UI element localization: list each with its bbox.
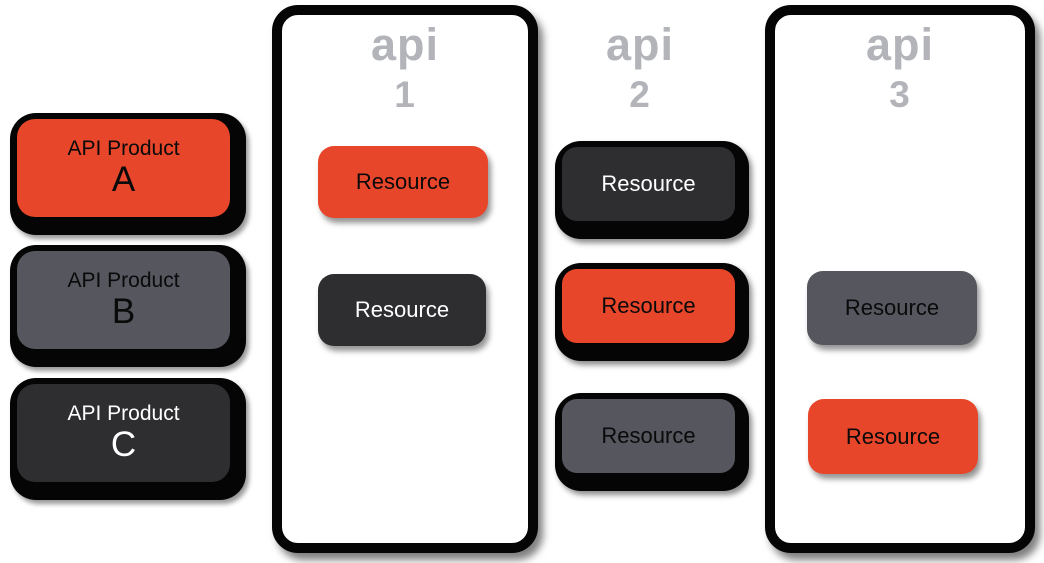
api-2-resource-3: Resource — [562, 399, 735, 473]
api-product-b-box: API Product B — [10, 245, 246, 367]
api-3-resource-1: Resource — [807, 271, 977, 345]
api-2-resource-1: Resource — [562, 147, 735, 221]
api-3-title-number: 3 — [889, 74, 911, 115]
api-2-title-word: api — [605, 19, 675, 70]
api-2-resource-1-frame: Resource — [555, 141, 749, 239]
api-product-c-fill: API Product C — [17, 384, 230, 482]
api-1-resource-1: Resource — [318, 146, 488, 218]
api-1-resource-2: Resource — [318, 274, 486, 346]
api-2-resource-2: Resource — [562, 269, 735, 343]
api-product-a-label: API Product — [67, 136, 180, 160]
api-1-title-word: api — [370, 19, 440, 70]
api-2-resource-3-frame: Resource — [555, 393, 749, 491]
api-product-b-label: API Product — [67, 268, 180, 292]
api-product-c-box: API Product C — [10, 378, 246, 500]
api-3-title-word: api — [865, 19, 935, 70]
api-2-title: api 2 — [570, 22, 710, 113]
api-product-c-letter: C — [110, 425, 137, 465]
api-2-title-number: 2 — [629, 74, 651, 115]
api-1-title: api 1 — [272, 22, 538, 113]
api-product-a-fill: API Product A — [17, 119, 230, 217]
api-product-c-label: API Product — [67, 401, 180, 425]
api-3-title: api 3 — [765, 22, 1035, 113]
api-product-b-letter: B — [111, 292, 136, 332]
api-product-b-fill: API Product B — [17, 251, 230, 349]
api-2-resource-2-frame: Resource — [555, 263, 749, 361]
api-3-resource-2: Resource — [808, 399, 978, 474]
api-1-container — [272, 5, 538, 553]
api-product-a-box: API Product A — [10, 113, 246, 235]
api-product-a-letter: A — [111, 160, 136, 200]
api-1-title-number: 1 — [394, 74, 416, 115]
